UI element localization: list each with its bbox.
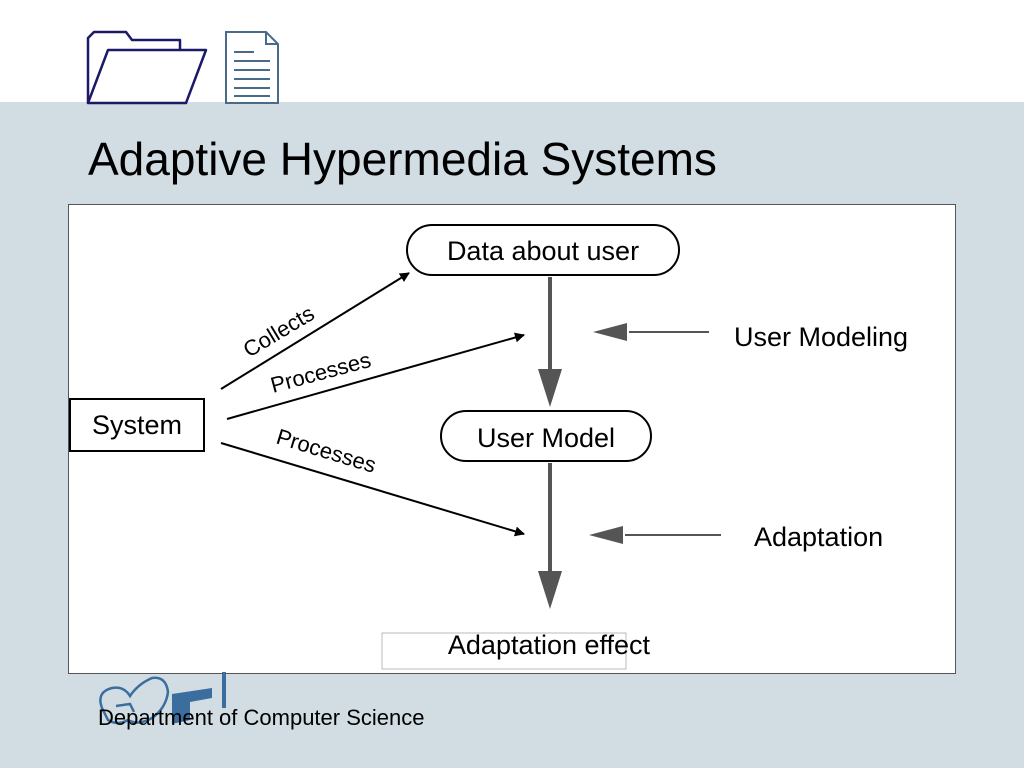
- adaptation-effect-node: Adaptation effect: [381, 630, 651, 670]
- adaptation-label: Adaptation: [754, 522, 883, 552]
- system-node: System: [69, 398, 205, 452]
- document-icon: [225, 31, 279, 104]
- user-modeling-arrow: [593, 323, 709, 341]
- folder-open-icon: [86, 30, 208, 105]
- processes-lower-arrow: [220, 442, 525, 537]
- user-model-label: User Model: [477, 423, 615, 453]
- department-logo-icon: [99, 672, 226, 725]
- processes-lower-label: Processes: [274, 424, 380, 478]
- processes-upper-arrow: [226, 332, 525, 420]
- footer-department: Department of Computer Science: [98, 705, 425, 730]
- diagram-panel: System Data about user User Model Adapta…: [68, 204, 956, 674]
- data-about-user-node: Data about user: [406, 224, 680, 276]
- header-icons: [86, 30, 279, 105]
- processes-upper-label: Processes: [268, 347, 374, 398]
- user-modeling-label: User Modeling: [734, 322, 908, 352]
- data-about-user-label: Data about user: [447, 236, 639, 266]
- model-to-effect-arrow: [538, 463, 562, 609]
- adaptation-arrow: [589, 526, 721, 544]
- data-to-model-arrow: [538, 277, 562, 407]
- adaptation-effect-label: Adaptation effect: [448, 630, 651, 660]
- system-node-label: System: [92, 410, 182, 440]
- user-model-node: User Model: [440, 410, 652, 462]
- collects-arrow: [220, 272, 410, 390]
- slide-title: Adaptive Hypermedia Systems: [88, 133, 717, 185]
